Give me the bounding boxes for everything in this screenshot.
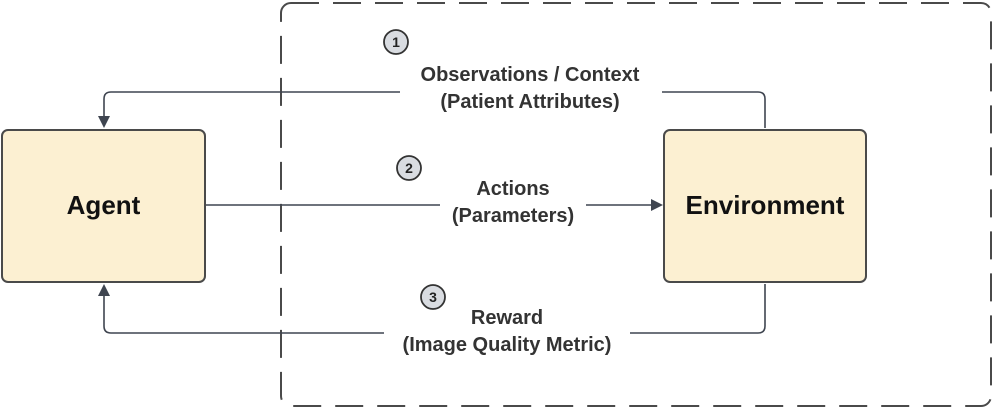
environment-label: Environment: [686, 190, 845, 220]
agent-box: [1, 129, 206, 283]
agent-label: Agent: [67, 190, 141, 220]
step-badge-2-number: 2: [405, 160, 413, 176]
environment-node: Environment: [663, 129, 867, 283]
actions-label-bg: [440, 176, 586, 228]
step-badge-3: 3: [420, 284, 446, 310]
observations-label-bg: [400, 62, 662, 114]
reward-label-line1: Reward: [471, 307, 543, 329]
agent-node: Agent: [1, 129, 206, 283]
reward-label-bg: [384, 305, 630, 357]
step-badge-2-circle: [396, 155, 422, 181]
step-badge-3-number: 3: [429, 289, 437, 305]
environment-box: [663, 129, 867, 283]
step-badge-1-number: 1: [392, 34, 400, 50]
step-badge-3-circle: [420, 284, 446, 310]
observations-label-line1: Observations / Context: [421, 64, 640, 86]
observations-label-line2: (Patient Attributes): [440, 91, 619, 113]
reward-label-line2: (Image Quality Metric): [403, 334, 612, 356]
actions-label-line2: (Parameters): [452, 205, 574, 227]
actions-label-line1: Actions: [476, 178, 549, 200]
step-badge-1: 1: [383, 29, 409, 55]
step-badge-2: 2: [396, 155, 422, 181]
step-badge-1-circle: [383, 29, 409, 55]
